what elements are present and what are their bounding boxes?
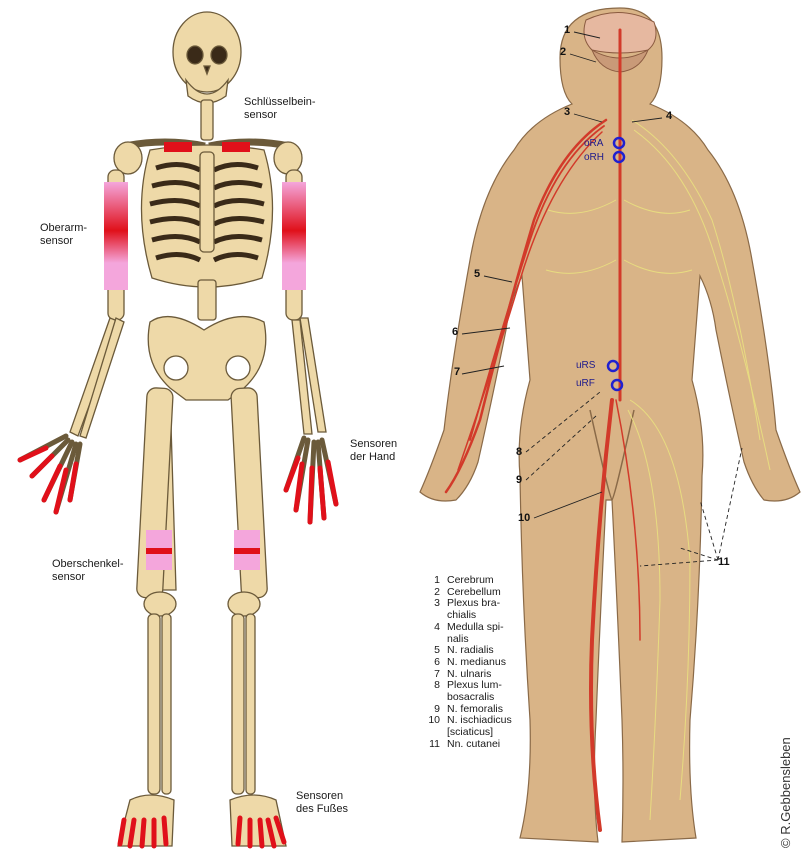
legend-text: Plexus bra- chialis <box>447 598 592 621</box>
legend-number: 6 <box>422 657 447 669</box>
legend-number: 11 <box>422 739 447 751</box>
legend-number: 1 <box>422 575 447 587</box>
legend-text: N. ischiadicus [sciaticus] <box>447 715 592 738</box>
label-upper-arm-sensor: Oberarm- sensor <box>40 222 87 248</box>
callout-1: 1 <box>564 24 570 36</box>
marker-label-orh: oRH <box>584 152 604 163</box>
legend-text: Medulla spi- nalis <box>447 622 592 645</box>
legend-number: 8 <box>422 680 447 703</box>
marker-label-ora: oRA <box>584 138 603 149</box>
skeleton-figure <box>20 12 336 846</box>
marker-label-urs: uRS <box>576 360 595 371</box>
callout-10: 10 <box>518 512 530 524</box>
legend-text: Plexus lum- bosacralis <box>447 680 592 703</box>
legend-number: 10 <box>422 715 447 738</box>
callout-5: 5 <box>474 268 480 280</box>
legend-text: Cerebrum <box>447 575 592 587</box>
label-hand-sensors: Sensoren der Hand <box>350 438 397 464</box>
callout-8: 8 <box>516 446 522 458</box>
label-clavicle-sensor: Schlüsselbein- sensor <box>244 96 316 122</box>
label-thigh-sensor: Oberschenkel- sensor <box>52 558 124 584</box>
legend-number: 4 <box>422 622 447 645</box>
callout-2: 2 <box>560 46 566 58</box>
marker-label-urf: uRF <box>576 378 595 389</box>
legend-text: Nn. cutanei <box>447 739 592 751</box>
callout-3: 3 <box>564 106 570 118</box>
callout-11: 11 <box>718 556 730 568</box>
copyright-notice: © R.Gebbensleben <box>778 737 793 848</box>
callout-7: 7 <box>454 366 460 378</box>
callout-9: 9 <box>516 474 522 486</box>
legend-number: 3 <box>422 598 447 621</box>
callout-4: 4 <box>666 110 672 122</box>
callout-6: 6 <box>452 326 458 338</box>
legend-text: N. medianus <box>447 657 592 669</box>
label-foot-sensors: Sensoren des Fußes <box>296 790 348 816</box>
